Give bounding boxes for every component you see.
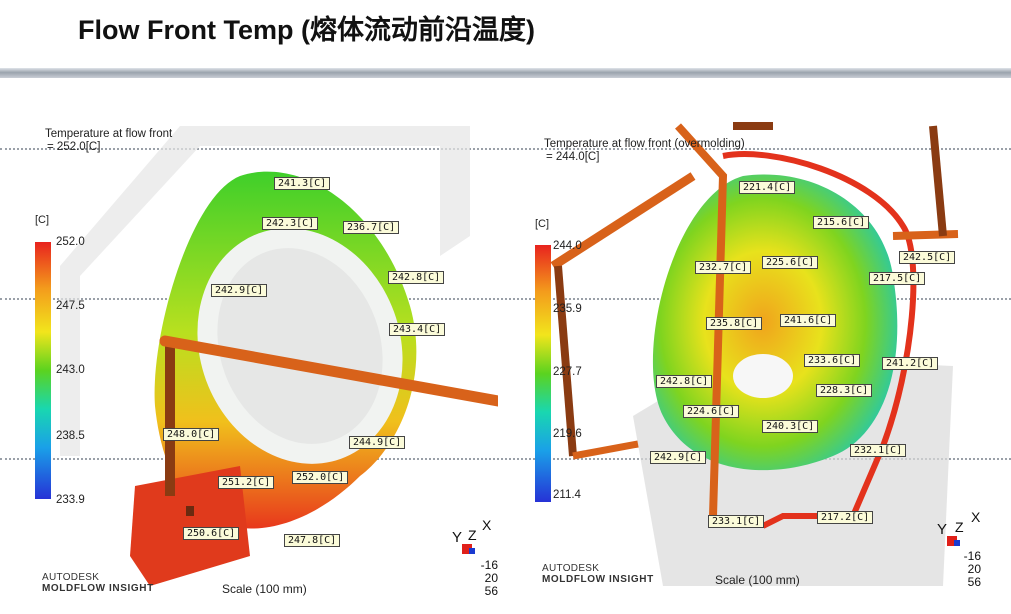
probe-tag[interactable]: 241.6[C] [780,314,837,327]
probe-tag[interactable]: 224.6[C] [683,405,740,418]
probe-tag[interactable]: 242.8[C] [388,271,445,284]
probe-tag[interactable]: 232.7[C] [695,261,752,274]
probe-tag[interactable]: 241.2[C] [882,357,939,370]
right-legend-unit: [C] [535,218,550,230]
slide-title: Flow Front Temp (熔体流动前沿温度) [78,15,535,45]
left-result-title: Temperature at flow front [45,128,173,140]
grid-dots-row [0,148,1011,150]
left-legend-colorbar [35,242,51,499]
grid-dots-row [0,458,1011,460]
probe-tag[interactable]: 247.8[C] [284,534,341,547]
right-legend-value: 235.9 [553,303,582,315]
svg-text:Y: Y [937,521,947,538]
right-brand-logo: AUTODESK MOLDFLOW INSIGHT [542,563,654,585]
right-scale-label: Scale (100 mm) [715,573,800,587]
brand-autodesk: AUTODESK [42,572,100,583]
probe-tag[interactable]: 241.3[C] [274,177,331,190]
left-axis-readout: -16 20 56 [480,558,498,598]
brand-moldflow: MOLDFLOW INSIGHT [42,583,154,594]
right-legend-value: 219.6 [553,428,582,440]
brand-autodesk: AUTODESK [542,563,600,574]
right-legend-colorbar [535,245,551,502]
svg-text:X: X [971,510,981,525]
probe-tag[interactable]: 250.6[C] [183,527,240,540]
grid-dots-row [0,298,1011,300]
probe-tag[interactable]: 217.5[C] [869,272,926,285]
probe-tag[interactable]: 236.7[C] [343,221,400,234]
probe-tag[interactable]: 217.2[C] [817,511,874,524]
probe-tag[interactable]: 242.9[C] [211,284,268,297]
probe-tag[interactable]: 221.4[C] [739,181,796,194]
left-legend-value: 252.0 [56,236,85,248]
probe-tag[interactable]: 242.5[C] [899,251,956,264]
left-part-render [60,126,498,586]
svg-text:X: X [482,518,492,533]
probe-tag[interactable]: 243.4[C] [389,323,446,336]
left-view-axis-triad[interactable]: Y Z X [438,518,498,558]
probe-tag[interactable]: 242.9[C] [650,451,707,464]
probe-tag[interactable]: 228.3[C] [816,384,873,397]
left-legend-value: 233.9 [56,494,85,506]
probe-tag[interactable]: 233.1[C] [708,515,765,528]
probe-tag[interactable]: 248.0[C] [163,428,220,441]
left-brand-logo: AUTODESK MOLDFLOW INSIGHT [42,572,154,594]
right-result-title: Temperature at flow front (overmolding) [544,138,745,150]
title-divider [0,68,1011,78]
left-result-value: = 252.0[C] [47,141,101,153]
probe-tag[interactable]: 242.3[C] [262,217,319,230]
probe-tag[interactable]: 215.6[C] [813,216,870,229]
left-legend-value: 238.5 [56,430,85,442]
probe-tag[interactable]: 233.6[C] [804,354,861,367]
right-legend-value: 211.4 [553,489,581,501]
left-scale-label: Scale (100 mm) [222,582,307,596]
left-result-viewport[interactable]: Temperature at flow front = 252.0[C] [C]… [0,116,498,604]
svg-text:Z: Z [468,527,477,543]
probe-tag[interactable]: 240.3[C] [762,420,819,433]
probe-tag[interactable]: 252.0[C] [292,471,349,484]
right-axis-readout: -16 20 56 [963,549,981,589]
probe-tag[interactable]: 251.2[C] [218,476,275,489]
probe-tag[interactable]: 225.6[C] [762,256,819,269]
left-legend-value: 243.0 [56,364,85,376]
probe-tag[interactable]: 235.8[C] [706,317,763,330]
right-view-axis-triad[interactable]: Y Z X [931,510,991,550]
right-result-viewport[interactable]: Temperature at flow front (overmolding) … [513,116,1011,604]
brand-moldflow: MOLDFLOW INSIGHT [542,574,654,585]
probe-tag[interactable]: 242.8[C] [656,375,713,388]
right-legend-value: 227.7 [553,366,582,378]
svg-text:Z: Z [955,519,964,535]
probe-tag[interactable]: 232.1[C] [850,444,907,457]
probe-tag[interactable]: 244.9[C] [349,436,406,449]
svg-text:Y: Y [452,529,462,546]
right-result-value: = 244.0[C] [546,151,600,163]
left-legend-unit: [C] [35,214,50,226]
right-legend-value: 244.0 [553,240,582,252]
left-legend-value: 247.5 [56,300,85,312]
